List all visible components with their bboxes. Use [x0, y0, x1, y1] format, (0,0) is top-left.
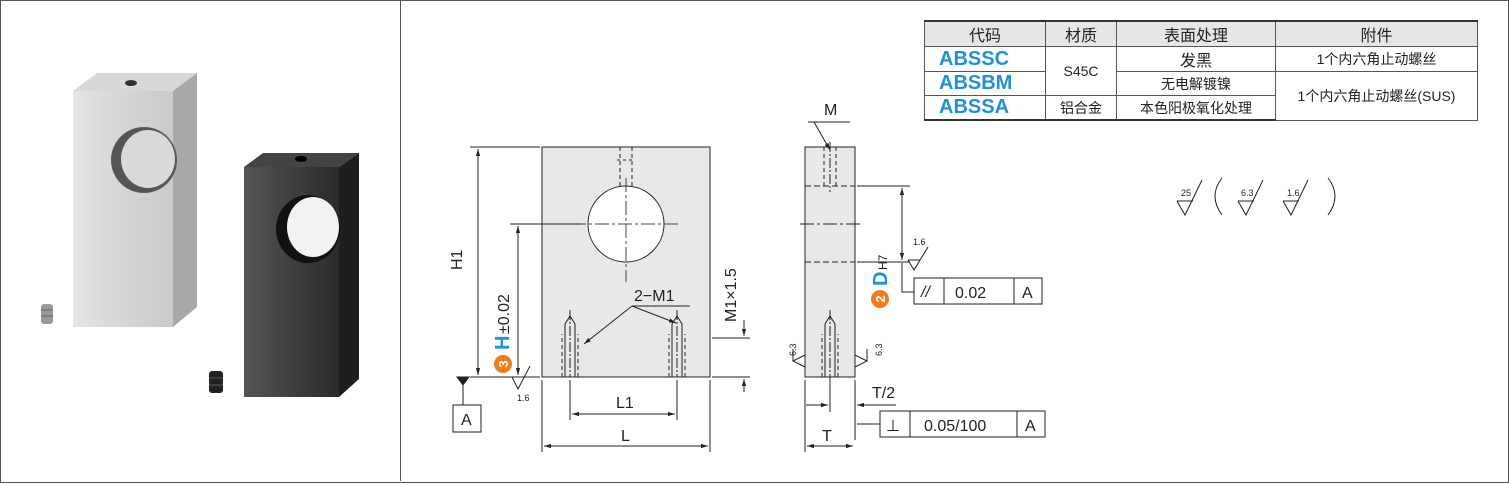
roughness-legend — [1176, 177, 1336, 217]
l-dimension — [541, 380, 711, 452]
table-row: ABSSC S45C 发黑 1个内六角止动螺丝 — [924, 46, 1478, 96]
tapped-hole-right — [668, 310, 686, 377]
m-leader — [808, 121, 850, 151]
header-accessory: 附件 — [1275, 20, 1478, 47]
roughness-left-symbol — [791, 349, 806, 368]
roughness-left-value: 6.3 — [788, 343, 798, 356]
h-tol-letter: H — [492, 336, 514, 350]
table-row: ABSSA 铝合金 本色阳极氧化处理 — [924, 95, 1478, 121]
perpendicular-value: 0.05/100 — [924, 418, 986, 435]
perpendicularity-frame — [857, 410, 1046, 438]
accessory-cell: 1个内六角止动螺丝(SUS) — [1275, 71, 1478, 121]
code-cell: ABSSC — [924, 46, 1046, 72]
code-cell: ABSSA — [924, 95, 1046, 121]
perpendicular-datum: A — [1025, 418, 1036, 435]
d-dimension — [857, 185, 910, 263]
spec-table: 代码 材质 表面处理 附件 ABSSC S45C 发黑 1个内六角止动螺丝 AB… — [924, 20, 1478, 121]
parallel-value: 0.02 — [955, 285, 986, 302]
roughness-right-symbol — [854, 349, 869, 368]
roughness-bore-value: 1.6 — [913, 237, 926, 247]
set-screw-black-image — [209, 371, 223, 393]
parallel-symbol: // — [920, 284, 931, 301]
roughness-base-value: 1.6 — [517, 393, 530, 403]
product-photo — [1, 1, 399, 480]
header-code: 代码 — [924, 20, 1046, 47]
side-view — [800, 142, 860, 400]
holes-label: 2−M1 — [634, 288, 675, 305]
t-dimension — [804, 380, 853, 452]
surface-cell: 发黑 — [1116, 46, 1276, 72]
h-tol-value: ±0.02 — [496, 294, 513, 334]
roughness-legend-item-2: 1.6 — [1287, 188, 1300, 198]
surface-cell: 无电解镀镍 — [1116, 71, 1276, 96]
l-label: L — [621, 428, 630, 445]
h-dimension — [510, 223, 580, 375]
roughness-base-symbol — [511, 365, 531, 391]
tapped-hole-left — [561, 310, 579, 377]
d-letter: D — [870, 272, 892, 286]
roughness-legend-item-1: 6.3 — [1241, 188, 1254, 198]
parallel-datum: A — [1022, 285, 1033, 302]
datum-a — [452, 376, 482, 433]
material-cell: 铝合金 — [1045, 95, 1117, 121]
h-badge — [494, 355, 512, 373]
l1-dimension — [569, 380, 678, 420]
material-cell: S45C — [1045, 46, 1117, 96]
silver-block-image — [73, 73, 197, 327]
spec-table-header: 代码 材质 表面处理 附件 — [924, 20, 1478, 47]
t-half-dimension — [806, 380, 896, 440]
table-row: ABSBM 无电解镀镍 1个内六角止动螺丝(SUS) — [924, 71, 1478, 121]
front-view — [541, 146, 711, 378]
roughness-legend-main: 25 — [1181, 188, 1191, 198]
header-material: 材质 — [1045, 20, 1117, 47]
d-badge-number: 2 — [873, 295, 888, 302]
surface-cell: 本色阳极氧化处理 — [1116, 95, 1276, 121]
h-badge-number: 3 — [496, 360, 511, 367]
code-cell: ABSBM — [924, 71, 1046, 96]
header-surface: 表面处理 — [1116, 20, 1276, 47]
black-block-image — [244, 153, 359, 397]
panel-divider — [400, 0, 401, 481]
m-label: M — [824, 102, 837, 119]
d-fit: H7 — [876, 254, 890, 270]
technical-drawing: H1 3 H ±0.02 M1×1.5 2−M1 L1 L A 1.6 M 2 … — [401, 1, 1507, 480]
perpendicular-symbol: ⊥ — [886, 418, 900, 435]
roughness-bore-symbol — [907, 246, 929, 271]
h1-label: H1 — [449, 249, 466, 270]
h1-dimension — [470, 146, 540, 378]
t-label: T — [822, 428, 832, 445]
m1-depth-label: M1×1.5 — [723, 268, 740, 322]
d-badge — [871, 290, 889, 308]
m1-depth-dimension — [712, 320, 750, 392]
parallelism-frame — [901, 263, 1043, 305]
l1-label: L1 — [616, 395, 634, 412]
t-half-label: T/2 — [872, 385, 895, 402]
accessory-cell: 1个内六角止动螺丝 — [1275, 46, 1478, 72]
datum-a-label: A — [461, 412, 472, 429]
roughness-right-value: 6.3 — [874, 343, 884, 356]
set-screw-silver-image — [41, 304, 53, 324]
